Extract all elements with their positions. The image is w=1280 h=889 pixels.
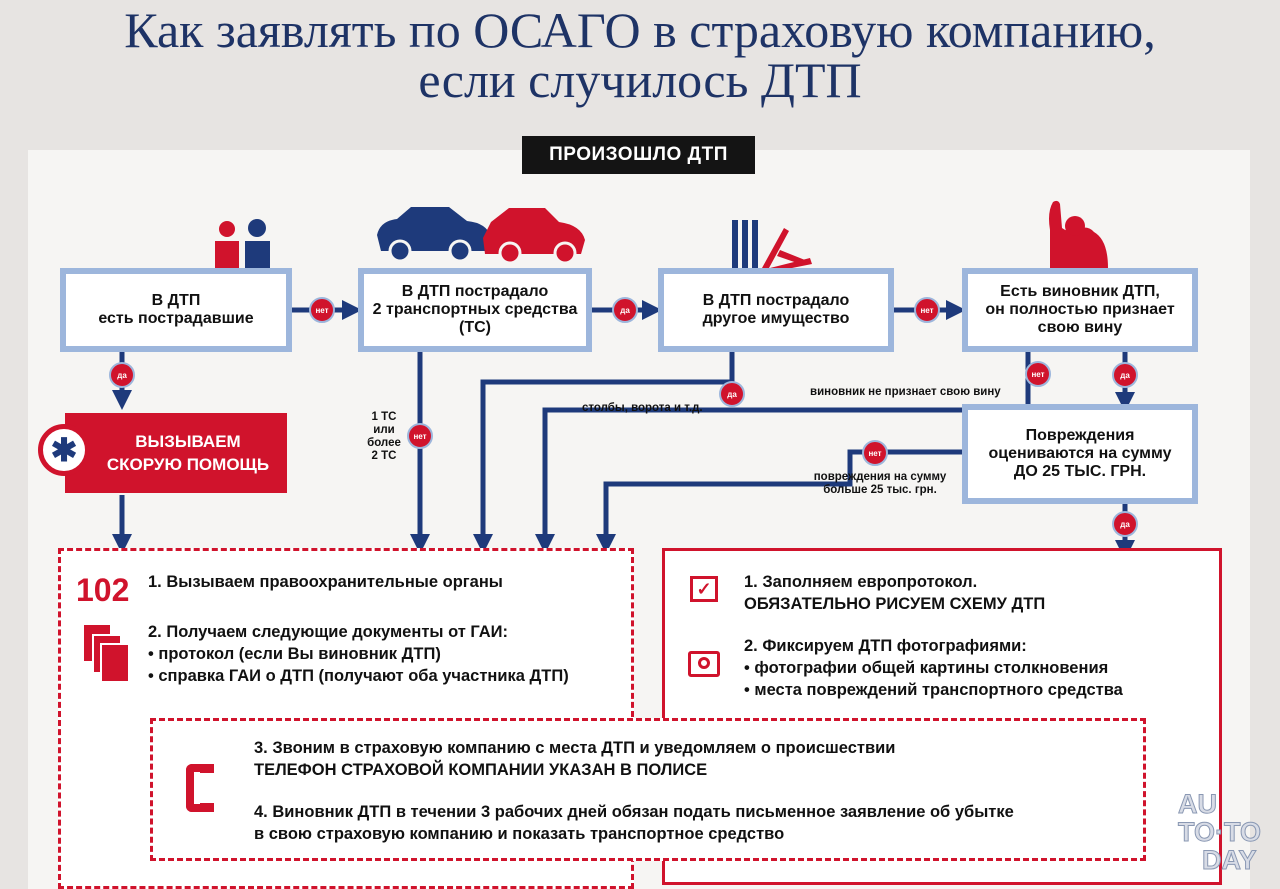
badge-no-4: нет xyxy=(1025,361,1051,387)
europrotocol-step-1-line-1: 1. Заполняем европротокол. xyxy=(744,573,978,591)
node-injured-line2: есть пострадавшие xyxy=(98,310,254,327)
police-step-2-item-1: • протокол (если Вы виновник ДТП) xyxy=(148,645,441,663)
insurance-step-3-line-2: ТЕЛЕФОН СТРАХОВОЙ КОМПАНИИ УКАЗАН В ПОЛИ… xyxy=(254,761,708,779)
medical-star-icon: ✱ xyxy=(38,424,90,476)
label-vehicles-count-l2: или xyxy=(373,424,395,436)
node-two-vehicles-line3: (ТС) xyxy=(459,319,491,336)
node-injured-line1: В ДТП xyxy=(151,292,201,309)
node-ambulance-line1: ВЫЗЫВАЕМ xyxy=(135,432,241,451)
insurance-step-4-line-2: в свою страховую компанию и показать тра… xyxy=(254,825,785,843)
police-phone-number: 102 xyxy=(76,572,130,608)
node-culprit-line1: Есть виновник ДТП, xyxy=(1000,283,1160,300)
node-ambulance-line2: СКОРУЮ ПОМОЩЬ xyxy=(106,455,270,474)
badge-yes-3: да xyxy=(719,381,745,407)
node-culprit-line3: свою вину xyxy=(1037,319,1123,336)
europrotocol-step-2-title: 2. Фиксируем ДТП фотографиями: xyxy=(744,637,1027,655)
label-not-admit: виновник не признает свою вину xyxy=(810,386,1001,398)
start-label: ПРОИЗОШЛО ДТП xyxy=(522,136,755,174)
badge-yes-5: да xyxy=(1112,511,1138,537)
outcome-insurance-block xyxy=(150,718,1146,861)
phone-icon xyxy=(186,764,214,812)
watermark-line-1: AU xyxy=(1178,789,1218,819)
node-damage-line2: оцениваются на сумму xyxy=(988,445,1172,462)
label-vehicles-count-l3: более xyxy=(367,437,401,449)
edge-property-poles xyxy=(473,350,735,554)
europrotocol-step-1-line-2: ОБЯЗАТЕЛЬНО РИСУЕМ СХЕМУ ДТП xyxy=(744,595,1046,613)
badge-no-5: нет xyxy=(862,440,888,466)
checkbox-icon: ✓ xyxy=(690,576,718,602)
node-ambulance: ВЫЗЫВАЕМ СКОРУЮ ПОМОЩЬ xyxy=(65,413,287,493)
node-two-vehicles-line2: 2 транспортных средства xyxy=(372,301,578,318)
label-over-25: повреждения на сумму больше 25 тыс. грн. xyxy=(800,471,960,497)
badge-yes-4: да xyxy=(1112,362,1138,388)
badge-no-1: нет xyxy=(309,297,335,323)
police-step-2-title: 2. Получаем следующие документы от ГАИ: xyxy=(148,623,508,641)
insurance-step-4-line-1: 4. Виновник ДТП в течении 3 рабочих дней… xyxy=(254,803,1014,821)
europrotocol-step-2-item-1: • фотографии общей картины столкновения xyxy=(744,659,1109,677)
watermark-line-3: DAY xyxy=(1202,845,1258,875)
watermark-logo: AU TO·TO DAY xyxy=(1178,789,1278,875)
node-damage-line3: ДО 25 ТЫС. ГРН. xyxy=(1013,463,1147,480)
insurance-step-3-line-1: 3. Звоним в страховую компанию с места Д… xyxy=(254,739,896,757)
watermark-line-2: TO·TO xyxy=(1178,817,1262,847)
police-step-1: 1. Вызываем правоохранительные органы xyxy=(148,573,503,591)
node-culprit-line2: он полностью признает xyxy=(985,301,1175,318)
label-vehicles-count: 1 ТС или более 2 ТС xyxy=(364,411,404,463)
label-vehicles-count-l4: 2 ТС xyxy=(371,450,397,462)
node-damage-line1: Повреждения xyxy=(1025,427,1135,444)
badge-no-3: нет xyxy=(407,423,433,449)
node-property-line1: В ДТП пострадало xyxy=(702,292,850,309)
node-property-line2: другое имущество xyxy=(702,310,850,327)
edge-not-admit xyxy=(535,350,1031,554)
police-step-2-item-2: • справка ГАИ о ДТП (получают оба участн… xyxy=(148,667,569,685)
label-over-25-l2: больше 25 тыс. грн. xyxy=(823,484,937,496)
edge-over-25 xyxy=(596,449,963,554)
badge-no-2: нет xyxy=(914,297,940,323)
documents-icon xyxy=(84,625,130,683)
camera-icon xyxy=(688,651,720,677)
badge-yes-2: да xyxy=(109,362,135,388)
label-poles: столбы, ворота и т.д. xyxy=(582,402,703,414)
page-title-line-1: Как заявлять по ОСАГО в страховую компан… xyxy=(124,2,1156,58)
label-vehicles-count-l1: 1 ТС xyxy=(371,411,397,423)
page-title-line-2: если случилось ДТП xyxy=(418,52,862,108)
label-over-25-l1: повреждения на сумму xyxy=(813,471,947,483)
node-two-vehicles-line1: В ДТП пострадало xyxy=(401,283,549,300)
badge-yes-1: да xyxy=(612,297,638,323)
europrotocol-step-2-item-2: • места повреждений транспортного средст… xyxy=(744,681,1123,699)
